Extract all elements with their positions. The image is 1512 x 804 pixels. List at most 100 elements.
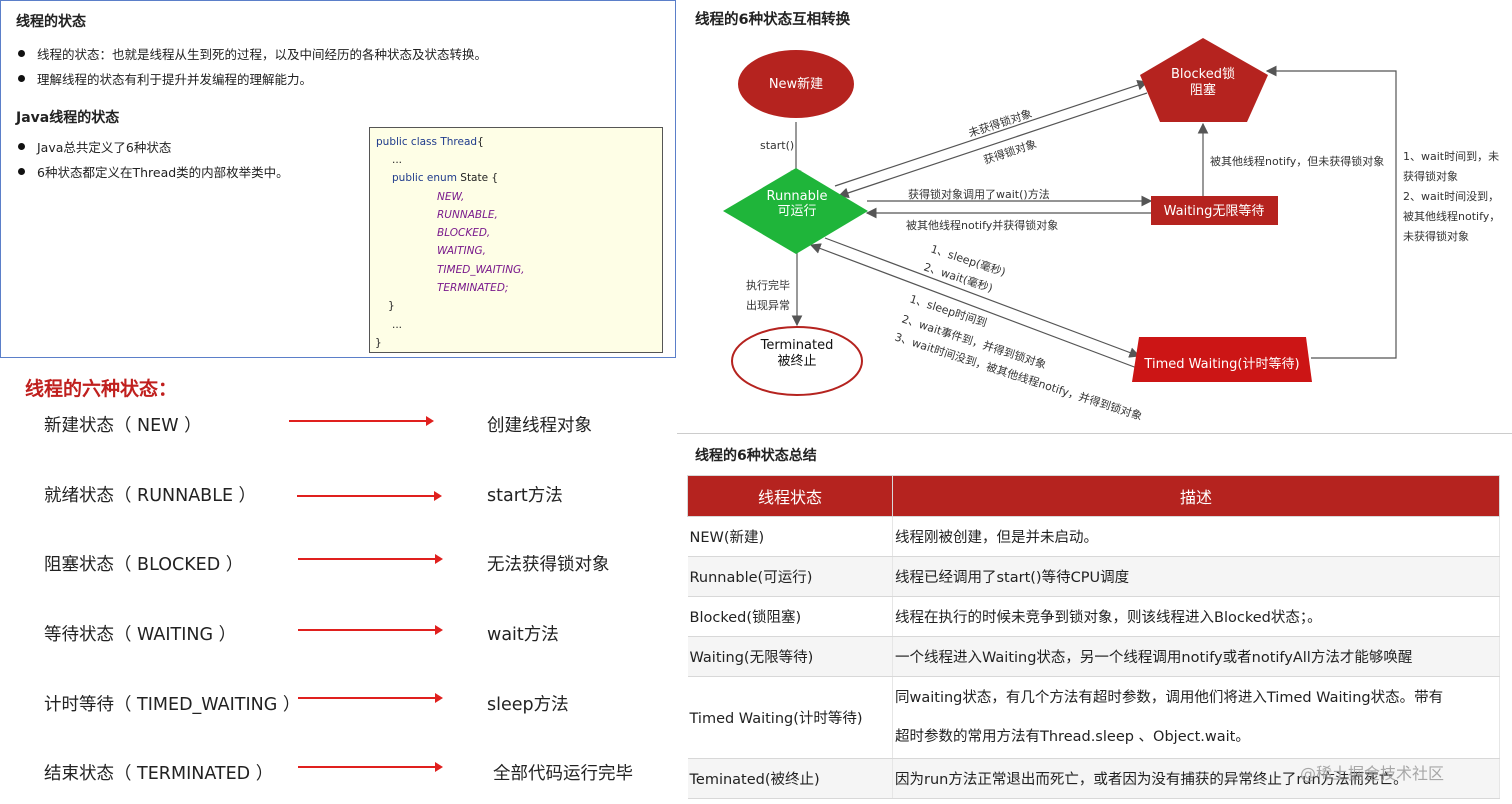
node-blocked-label: 阻塞	[1190, 82, 1216, 98]
table-cell: Teminated(被终止)	[687, 758, 893, 799]
diagram-svg: New新建 Runnable 可运行 Blocked锁 阻塞 Waiting无限…	[723, 38, 1500, 423]
bullet-item: Java总共定义了6种状态	[18, 137, 171, 156]
table-row: Teminated(被终止) 因为run方法正常退出而死亡，或者因为没有捕获的异…	[687, 758, 1500, 799]
red-arrow-icon	[298, 693, 443, 703]
edge-runnable-blocked	[834, 79, 1149, 187]
node-terminated-label: Terminated	[760, 338, 834, 353]
table-cell: NEW(新建)	[687, 516, 893, 557]
heading-java-thread-state: Java线程的状态	[16, 110, 120, 126]
table-cell: 线程刚被创建，但是并未启动。	[892, 516, 1500, 557]
edge-label: 被其他线程notify并获得锁对象	[906, 218, 1058, 232]
node-new-label: New新建	[769, 76, 823, 92]
table-cell: Waiting(无限等待)	[687, 636, 893, 677]
code-line: public enum State {	[392, 172, 499, 184]
state-name: 结束状态（ TERMINATED ）	[44, 764, 274, 784]
table-row: NEW(新建) 线程刚被创建，但是并未启动。	[687, 516, 1500, 557]
state-desc: 全部代码运行完毕	[493, 764, 633, 784]
code-line: ...	[392, 154, 403, 166]
table-cell-line: 超时参数的常用方法有Thread.sleep 、Object.wait。	[895, 728, 1250, 745]
table-title: 线程的6种状态总结	[695, 448, 817, 464]
node-blocked-label: Blocked锁	[1171, 66, 1235, 82]
edge-label: 2、wait时间没到，	[1403, 190, 1499, 203]
thread-state-slide: 线程的状态 线程的状态：也就是线程从生到死的过程，以及中间经历的各种状态及状态转…	[0, 0, 676, 358]
edge-label: 1、wait时间到，未	[1403, 150, 1499, 163]
watermark: @稀土掘金技术社区	[1300, 764, 1445, 783]
table-cell: Runnable(可运行)	[687, 556, 893, 597]
edge-label: 获得锁对象	[982, 137, 1039, 167]
heading-thread-state: 线程的状态	[16, 14, 86, 30]
node-waiting-label: Waiting无限等待	[1164, 203, 1265, 219]
state-name: 等待状态（ WAITING ）	[44, 625, 237, 645]
table-row: Timed Waiting(计时等待) 同waiting状态，有几个方法有超时参…	[687, 676, 1500, 759]
bullet-item: 线程的状态：也就是线程从生到死的过程，以及中间经历的各种状态及状态转换。	[18, 44, 487, 63]
enum-constant: TIMED_WAITING,	[437, 264, 525, 276]
state-transition-diagram: New新建 Runnable 可运行 Blocked锁 阻塞 Waiting无限…	[677, 0, 1512, 433]
table-header: 描述	[892, 475, 1500, 517]
enum-constant: WAITING,	[437, 245, 486, 257]
table-row: Blocked(锁阻塞) 线程在执行的时候未竞争到锁对象，则该线程进入Block…	[687, 596, 1500, 637]
enum-constant: NEW,	[437, 191, 465, 203]
state-desc: start方法	[487, 486, 563, 506]
diagram-edges	[790, 65, 1397, 369]
bullet-dot-icon	[18, 50, 25, 57]
state-name: 阻塞状态（ BLOCKED ）	[44, 555, 244, 575]
code-line: public class Thread{	[376, 136, 484, 148]
table-cell: 线程已经调用了start()等待CPU调度	[892, 556, 1500, 597]
state-desc: 创建线程对象	[487, 416, 592, 436]
enum-constant: TERMINATED;	[437, 282, 509, 294]
bullet-item: 6种状态都定义在Thread类的内部枚举类中。	[18, 162, 289, 181]
edge-label: 被其他线程notify，	[1403, 209, 1500, 223]
red-arrow-icon	[297, 491, 442, 501]
state-name: 计时等待（ TIMED_WAITING ）	[44, 695, 301, 715]
red-arrow-icon	[289, 416, 434, 426]
table-cell: 线程在执行的时候未竞争到锁对象，则该线程进入Blocked状态；。	[892, 596, 1500, 637]
table-header: 线程状态	[687, 475, 893, 517]
table-cell: 同waiting状态，有几个方法有超时参数，调用他们将进入Timed Waiti…	[892, 676, 1500, 759]
red-arrow-icon	[298, 625, 443, 635]
bullet-dot-icon	[18, 75, 25, 82]
edge-label: 出现异常	[746, 298, 790, 312]
table-cell: 因为run方法正常退出而死亡，或者因为没有捕获的异常终止了run方法而死亡。	[892, 758, 1500, 799]
state-desc: wait方法	[487, 625, 559, 645]
edge-blocked-runnable	[837, 92, 1148, 199]
edge-timed-runnable	[809, 243, 1138, 369]
node-runnable	[723, 168, 868, 254]
enum-constant: RUNNABLE,	[437, 209, 498, 221]
bullet-dot-icon	[18, 143, 25, 150]
bullet-item: 理解线程的状态有利于提升并发编程的理解能力。	[18, 69, 312, 88]
node-runnable-label: Runnable	[767, 189, 828, 204]
edge-timed-blocked	[1265, 65, 1397, 359]
enum-constant: BLOCKED,	[437, 227, 491, 239]
table-cell: Blocked(锁阻塞)	[687, 596, 893, 637]
edge-label: 获得锁对象	[1403, 169, 1458, 183]
diagram-title: 线程的6种状态互相转换	[695, 12, 851, 28]
edge-label: 被其他线程notify，但未获得锁对象	[1210, 154, 1384, 168]
node-waiting	[1151, 196, 1278, 225]
code-snippet: public class Thread{ ... public enum Sta…	[369, 127, 663, 353]
code-line: }	[388, 300, 395, 312]
edge-label: start()	[760, 139, 794, 152]
edge-label: 未获得锁对象	[1403, 229, 1469, 243]
edge-label: 执行完毕	[746, 278, 790, 292]
node-timed-waiting-label: Timed Waiting(计时等待)	[1143, 356, 1299, 372]
code-line: }	[375, 337, 382, 349]
bullet-dot-icon	[18, 168, 25, 175]
edge-runnable-timed	[824, 237, 1141, 358]
section-divider	[677, 433, 1512, 434]
state-name: 新建状态（ NEW ）	[44, 416, 202, 436]
node-blocked	[1140, 38, 1268, 122]
node-timed-waiting	[1132, 337, 1312, 382]
table-cell: 一个线程进入Waiting状态，另一个线程调用notify或者notifyAll…	[892, 636, 1500, 677]
table-row: Waiting(无限等待) 一个线程进入Waiting状态，另一个线程调用not…	[687, 636, 1500, 677]
six-states-title: 线程的六种状态：	[25, 378, 178, 400]
red-arrow-icon	[298, 554, 443, 564]
table-cell-line: 同waiting状态，有几个方法有超时参数，调用他们将进入Timed Waiti…	[895, 689, 1444, 706]
state-desc: 无法获得锁对象	[487, 555, 610, 575]
node-new	[738, 50, 854, 118]
state-desc: sleep方法	[487, 695, 569, 715]
node-runnable-label: 可运行	[777, 204, 816, 219]
edge-label: 获得锁对象调用了wait()方法	[908, 187, 1050, 201]
state-summary-table: 线程状态 描述 NEW(新建) 线程刚被创建，但是并未启动。 Runnable(…	[687, 475, 1500, 799]
table-row: Runnable(可运行) 线程已经调用了start()等待CPU调度	[687, 556, 1500, 597]
node-terminated-label: 被终止	[777, 353, 816, 369]
